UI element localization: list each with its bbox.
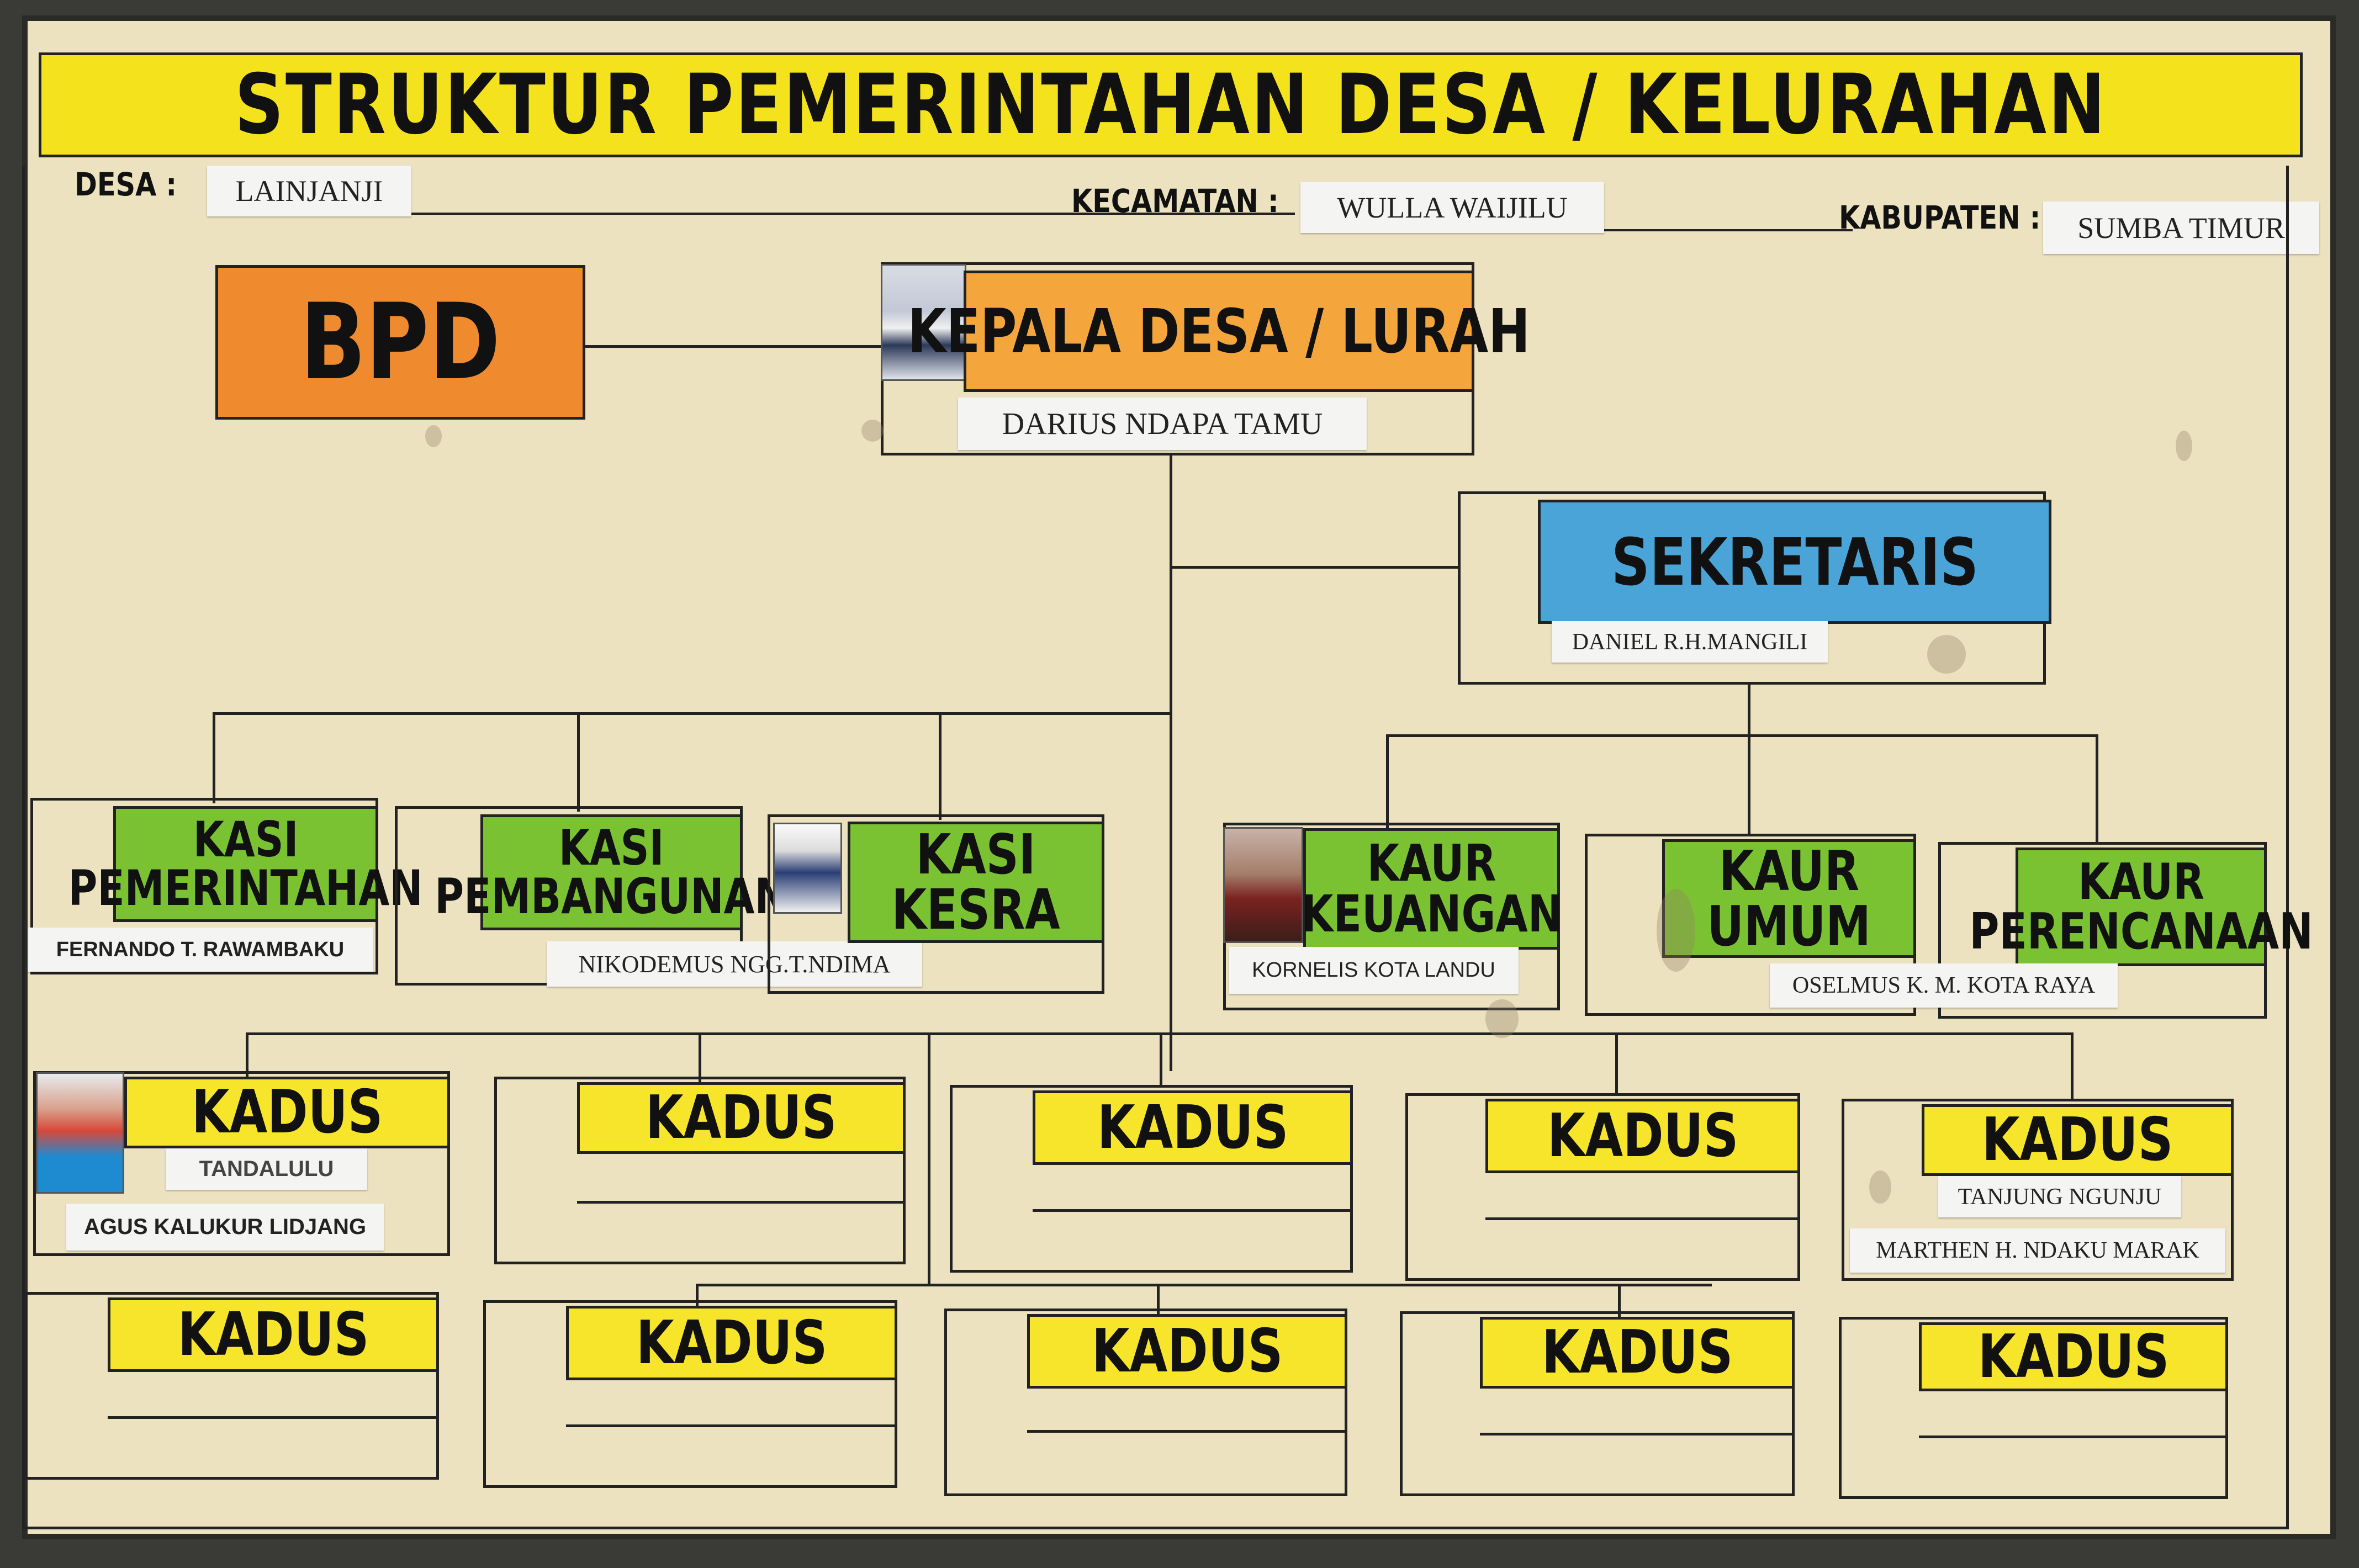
kadus-r1-3-frame [950, 1085, 1353, 1273]
kasi-1-box: KASI PEMERINTAHAN [68, 806, 423, 922]
kadus-r2-5-frame [1839, 1317, 2228, 1499]
kaur-2-unit: UMUM [1707, 893, 1871, 958]
kadus-r2-2-box: KADUS [566, 1306, 897, 1380]
kaur-1-box: KAUR KEUANGAN [1300, 828, 1563, 950]
kadus-r1-1-frame [33, 1071, 450, 1256]
kabupaten-label: KABUPATEN : [1839, 199, 2041, 236]
kaur-shared-name: OSELMUS K. M. KOTA RAYA [1770, 963, 2118, 1008]
kadus-r1-5-frame [1842, 1099, 2234, 1281]
wear-mark [1927, 635, 1966, 674]
kadus-r2-5-box: KADUS [1919, 1322, 2228, 1391]
kaur-1-name: KORNELIS KOTA LANDU [1229, 947, 1519, 994]
kasi-1-name: FERNANDO T. RAWAMBAKU [28, 928, 373, 972]
kadus-r1-1-box: KADUS [124, 1077, 450, 1148]
kaur-1-unit: KEUANGAN [1300, 884, 1563, 944]
kaur-2-title: KAUR [1718, 838, 1860, 903]
kadus-r1-1-label: KADUS [191, 1078, 383, 1147]
kadus-r2-4-frame [1400, 1311, 1795, 1496]
kepala-box: KEPALA DESA / LURAH [908, 271, 1530, 392]
wear-mark [1485, 999, 1519, 1038]
kasi-3-unit: KESRA [891, 877, 1061, 942]
kadus-r2-3-label: KADUS [1091, 1316, 1283, 1386]
kecamatan-value: WULLA WAIJILU [1300, 182, 1604, 233]
kasi-3-box: KASI KESRA [848, 822, 1104, 943]
kasi-1-unit: PEMERINTAHAN [68, 860, 424, 917]
kadus-r2-3-frame [944, 1309, 1347, 1496]
kasi-2-unit: PEMBANGUNAN [435, 868, 789, 925]
kaur-1-title: KAUR [1367, 834, 1496, 893]
sekretaris-name: DANIEL R.H.MANGILI [1552, 621, 1828, 663]
kasi-3-title: KASI [916, 822, 1036, 887]
kasi-2-name: NIKODEMUS NGG.T.NDIMA [547, 941, 922, 987]
kadus-r1-1-name: AGUS KALUKUR LIDJANG [66, 1204, 384, 1251]
desa-label: DESA : [75, 166, 177, 203]
kadus-r1-2-box: KADUS [577, 1082, 906, 1154]
kasi-2-box: KASI PEMBANGUNAN [435, 814, 788, 930]
kaur-3-unit: PERENCANAAN [1969, 902, 2313, 961]
kadus-r2-2-label: KADUS [636, 1308, 828, 1378]
desa-value: LAINJANJI [207, 166, 411, 216]
kepala-name: DARIUS NDAPA TAMU [958, 398, 1367, 450]
sekretaris-box: SEKRETARIS [1538, 500, 2051, 624]
kadus-r1-5-box: KADUS [1922, 1104, 2234, 1176]
kasi-3-photo [773, 823, 842, 914]
page-title: STRUKTUR PEMERINTAHAN DESA / KELURAHAN [234, 57, 2107, 153]
kadus-r1-5-area: TANJUNG NGUNJU [1938, 1176, 2181, 1217]
bpd-box: BPD [215, 265, 585, 420]
kadus-r1-4-label: KADUS [1547, 1101, 1739, 1170]
wear-mark [1657, 889, 1695, 972]
kadus-r2-1-box: KADUS [108, 1297, 439, 1372]
kadus-r2-2-frame [483, 1300, 897, 1488]
wear-mark [425, 425, 442, 447]
kadus-r1-3-label: KADUS [1097, 1093, 1289, 1162]
wear-mark [861, 420, 884, 442]
kadus-r2-1-frame [25, 1292, 439, 1480]
kadus-r1-1-photo [36, 1072, 124, 1194]
kadus-r1-5-label: KADUS [1982, 1105, 2173, 1174]
kepala-photo [881, 264, 966, 381]
kadus-r2-3-box: KADUS [1027, 1314, 1347, 1389]
kepala-label: KEPALA DESA / LURAH [907, 296, 1531, 367]
kadus-r2-5-label: KADUS [1977, 1322, 2170, 1391]
kadus-r1-3-box: KADUS [1033, 1090, 1353, 1165]
bpd-label: BPD [300, 281, 501, 403]
kabupaten-value: SUMBA TIMUR [2043, 202, 2319, 254]
kadus-r2-1-label: KADUS [177, 1300, 369, 1369]
kadus-r1-2-label: KADUS [646, 1083, 837, 1152]
kadus-r1-1-area: TANDALULU [166, 1148, 367, 1190]
kadus-r1-4-box: KADUS [1485, 1099, 1800, 1173]
kaur-3-box: KAUR PERENCANAAN [1969, 847, 2313, 966]
wear-mark [1869, 1170, 1891, 1204]
kaur-1-photo [1223, 827, 1303, 943]
title-banner: STRUKTUR PEMERINTAHAN DESA / KELURAHAN [39, 52, 2303, 157]
kecamatan-label: KECAMATAN : [1071, 182, 1279, 220]
kadus-r1-4-frame [1405, 1093, 1800, 1281]
kasi-1-title: KASI [193, 811, 299, 868]
kadus-r1-2-frame [494, 1077, 906, 1264]
wear-mark [2176, 431, 2192, 461]
kadus-r2-4-box: KADUS [1480, 1317, 1795, 1389]
kadus-r1-5-name: MARTHEN H. NDAKU MARAK [1850, 1228, 2225, 1273]
sekretaris-label: SEKRETARIS [1611, 523, 1979, 600]
kasi-2-title: KASI [559, 819, 664, 876]
kaur-2-box: KAUR UMUM [1662, 839, 1916, 958]
kaur-3-title: KAUR [2078, 852, 2204, 911]
kadus-r2-4-label: KADUS [1541, 1318, 1733, 1387]
